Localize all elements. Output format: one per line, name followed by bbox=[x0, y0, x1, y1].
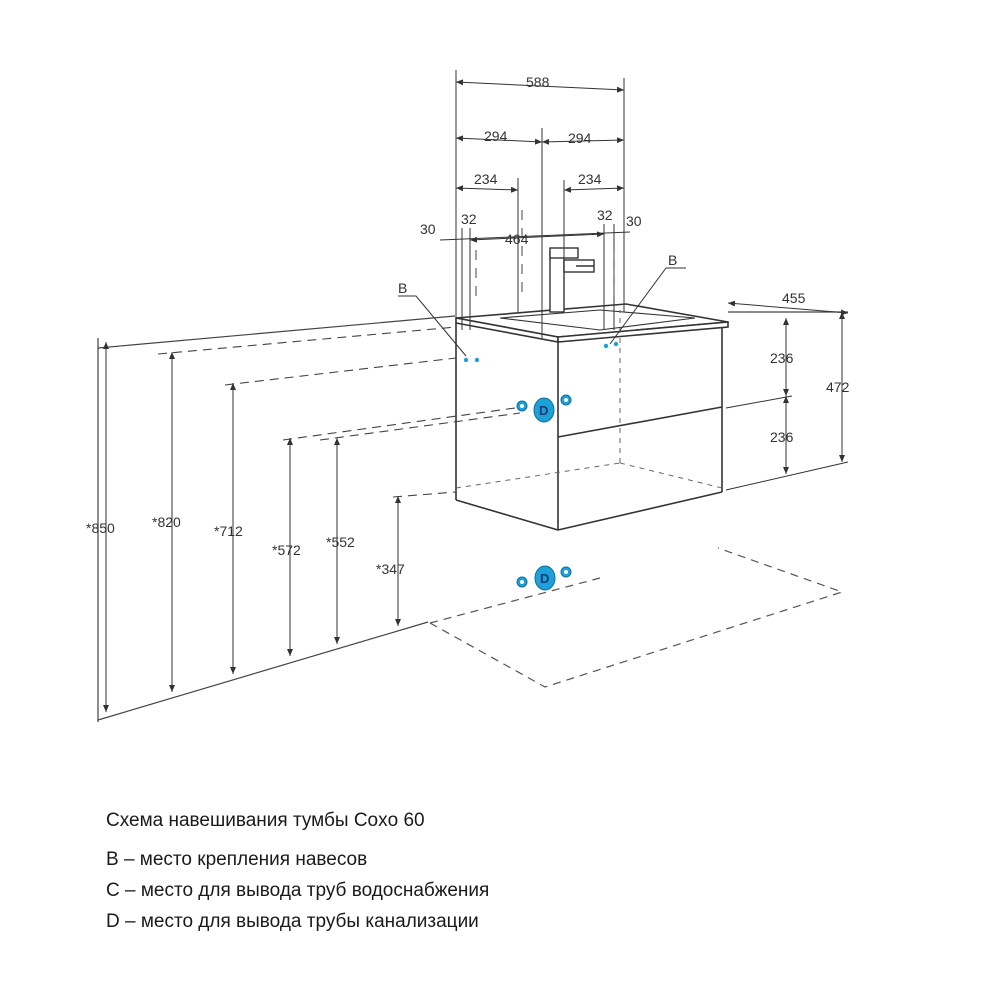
leader-lines bbox=[398, 267, 686, 357]
cabinet bbox=[455, 303, 729, 531]
height-reference-lines bbox=[157, 326, 521, 498]
right-dimensions bbox=[725, 300, 849, 491]
dim-between-mounts: 464 bbox=[505, 231, 529, 247]
basin-bowl bbox=[499, 309, 696, 331]
markers bbox=[463, 341, 619, 591]
dim-edge-left: 30 bbox=[420, 221, 436, 237]
drain-pipe-icon bbox=[534, 565, 556, 591]
left-dimensions bbox=[103, 342, 401, 712]
floor-footprint bbox=[429, 547, 844, 688]
marker-d-wall: D bbox=[539, 403, 548, 418]
dim-drawer-bottom: 236 bbox=[770, 429, 794, 445]
dim-h-712: *712 bbox=[214, 523, 243, 539]
diagram-title: Схема навешивания тумбы Coxo 60 bbox=[106, 810, 425, 831]
dim-h-820: *820 bbox=[152, 514, 181, 530]
cabinet-hidden-edges bbox=[455, 310, 723, 489]
marker-b-right: B bbox=[668, 252, 677, 268]
basin-top bbox=[455, 303, 729, 338]
dim-half-left: 294 bbox=[484, 128, 508, 144]
mount-point-icon bbox=[613, 341, 619, 347]
top-dimensions bbox=[439, 70, 631, 338]
marker-b-left: B bbox=[398, 280, 407, 296]
dim-mount-left: 234 bbox=[474, 171, 498, 187]
mount-point-icon bbox=[603, 343, 609, 349]
dim-drawer-top: 236 bbox=[770, 350, 794, 366]
dim-half-right: 294 bbox=[568, 130, 592, 146]
dim-h-347: *347 bbox=[376, 561, 405, 577]
dim-h-850: *850 bbox=[86, 520, 115, 536]
dim-h-572: *572 bbox=[272, 542, 301, 558]
drain-pipe-icon bbox=[533, 397, 555, 423]
dim-depth: 455 bbox=[782, 290, 806, 306]
dim-edge-right: 30 bbox=[626, 213, 642, 229]
dim-overall-width: 588 bbox=[526, 74, 550, 90]
drawer-divider bbox=[557, 406, 723, 438]
top-dimension-dashes bbox=[475, 210, 615, 300]
dim-h-552: *552 bbox=[326, 534, 355, 550]
marker-d-floor: D bbox=[540, 571, 549, 586]
faucet-icon bbox=[549, 247, 595, 313]
dimension-values: 588 294 294 234 234 30 32 32 30 464 455 … bbox=[86, 74, 850, 577]
dim-mount-right: 234 bbox=[578, 171, 602, 187]
legend-item-c: C – место для вывода труб водоснабжения bbox=[106, 880, 490, 901]
dim-hole-right: 32 bbox=[597, 207, 613, 223]
legend-item-d: D – место для вывода трубы канализации bbox=[106, 911, 479, 932]
mount-point-icon bbox=[463, 357, 469, 363]
mount-point-icon bbox=[474, 357, 480, 363]
legend-item-b: B – место крепления навесов bbox=[106, 849, 368, 870]
dim-hole-left: 32 bbox=[461, 211, 477, 227]
dim-height: 472 bbox=[826, 379, 850, 395]
marker-labels: B B D D bbox=[398, 252, 677, 586]
wall-outline bbox=[97, 311, 848, 722]
